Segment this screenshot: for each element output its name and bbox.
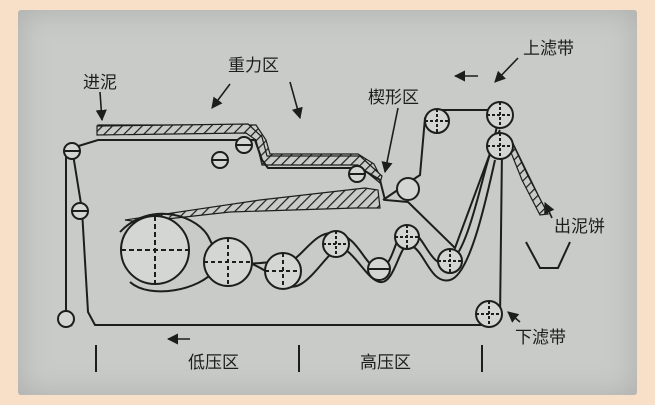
roller-icon (57, 310, 75, 328)
roller-icon (475, 300, 503, 328)
arrow-icon (95, 91, 107, 122)
roller-icon (63, 142, 81, 160)
roller-icon (486, 101, 514, 129)
roller-icon (348, 165, 366, 183)
roller-icon (120, 215, 190, 285)
roller-icon (486, 132, 514, 160)
label-low-pressure-zone: 低压区 (188, 353, 239, 373)
roller-icon (322, 230, 350, 258)
roller-icon (437, 248, 463, 274)
arrow-icon (507, 311, 521, 323)
roller-icon (264, 252, 302, 290)
label-gravity-zone: 重力区 (228, 56, 279, 76)
roller-icon (424, 108, 450, 134)
cake-scraper (509, 140, 549, 216)
arrow-icon (381, 107, 399, 174)
roller-icon (367, 257, 391, 281)
cake-hopper (525, 241, 571, 269)
arrow-icon (544, 201, 555, 219)
roller-icon (394, 224, 420, 250)
arrow-icon (494, 57, 519, 83)
roller-icon (235, 136, 253, 154)
label-high-pressure-zone: 高压区 (360, 353, 411, 373)
belt-return-lower (129, 159, 496, 293)
label-wedge-zone: 楔形区 (368, 88, 419, 108)
label-feed-sludge: 进泥 (83, 73, 117, 93)
roller-icon (203, 237, 253, 287)
roller-icon (211, 151, 229, 169)
arrow-icon (289, 81, 303, 120)
label-cake-out: 出泥饼 (554, 217, 605, 237)
label-upper-belt: 上滤带 (523, 39, 574, 59)
roller-icon (71, 202, 89, 220)
label-lower-belt: 下滤带 (515, 328, 566, 348)
arrow-icon (211, 83, 231, 109)
roller-icon (396, 177, 420, 201)
